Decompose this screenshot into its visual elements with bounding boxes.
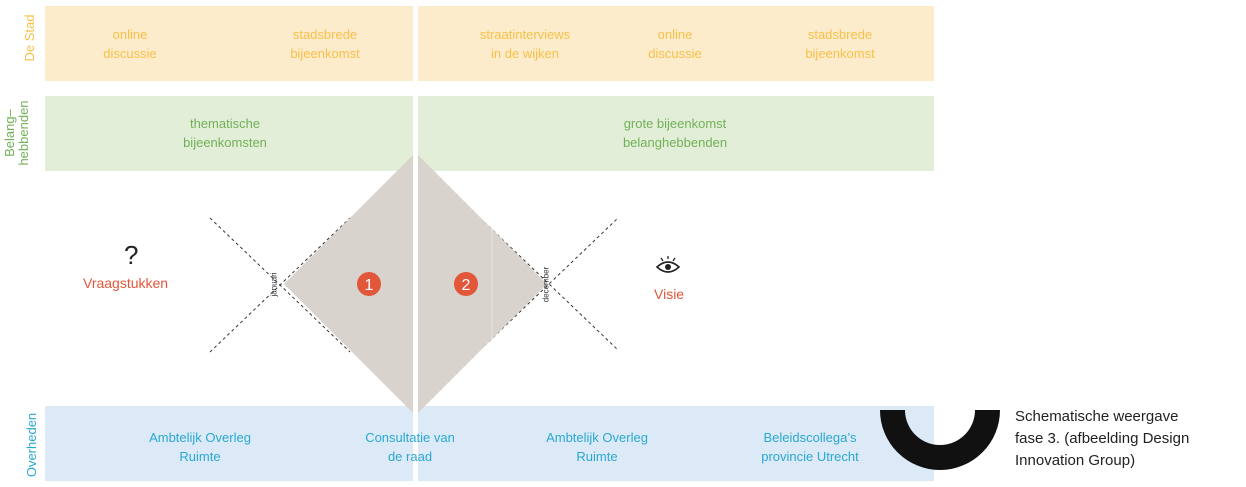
- over-cell-consultatie: Consultatie van de raad: [365, 430, 455, 464]
- question-mark-icon: ?: [124, 240, 139, 270]
- phase-1-number: 1: [365, 277, 374, 294]
- end-month-label: december: [541, 266, 551, 303]
- caption-text: Schematische weergave fase 3. (afbeeldin…: [1015, 408, 1190, 469]
- phase-2-circle: [454, 272, 478, 296]
- diamond-phase-1: [284, 155, 413, 413]
- over-cell-beleidscollegas: Beleidscollega’s provincie Utrecht: [761, 430, 859, 464]
- belang-band-left: [45, 96, 413, 171]
- stad-band-right: [418, 6, 934, 81]
- over-cell-ambtelijk-2: Ambtelijk Overleg Ruimte: [546, 430, 648, 464]
- stad-band-left: [45, 6, 413, 81]
- stad-cell-online-discussie-2: online discussie: [648, 27, 702, 61]
- stad-cell-online-discussie-1: online discussie: [103, 27, 157, 61]
- diamond-phase-2: [418, 155, 547, 413]
- start-dash-line-2: [209, 217, 351, 353]
- over-band-left: [45, 406, 413, 481]
- phase-1-circle: [357, 272, 381, 296]
- start-label-vraagstukken: Vraagstukken: [83, 275, 169, 291]
- stad-cell-stadsbrede-1: stadsbrede bijeenkomst: [290, 27, 360, 61]
- over-cell-ambtelijk-1: Ambtelijk Overleg Ruimte: [149, 430, 251, 464]
- phase-2-number: 2: [462, 277, 471, 294]
- belang-band-right: [418, 96, 934, 171]
- belang-cell-grote-bijeenkomst: grote bijeenkomst belanghebbenden: [622, 116, 728, 150]
- over-band-right: [418, 406, 934, 481]
- eye-icon: [655, 256, 681, 273]
- start-month-label: januari: [269, 272, 279, 297]
- stad-cell-stadsbrede-2: stadsbrede bijeenkomst: [805, 27, 875, 61]
- black-arc-shape: [880, 410, 1000, 470]
- end-label-visie: Visie: [654, 286, 685, 302]
- stad-cell-straatinterviews: straatinterviews in de wijken: [479, 27, 571, 61]
- belang-cell-thematische: thematische bijeenkomsten: [183, 116, 267, 150]
